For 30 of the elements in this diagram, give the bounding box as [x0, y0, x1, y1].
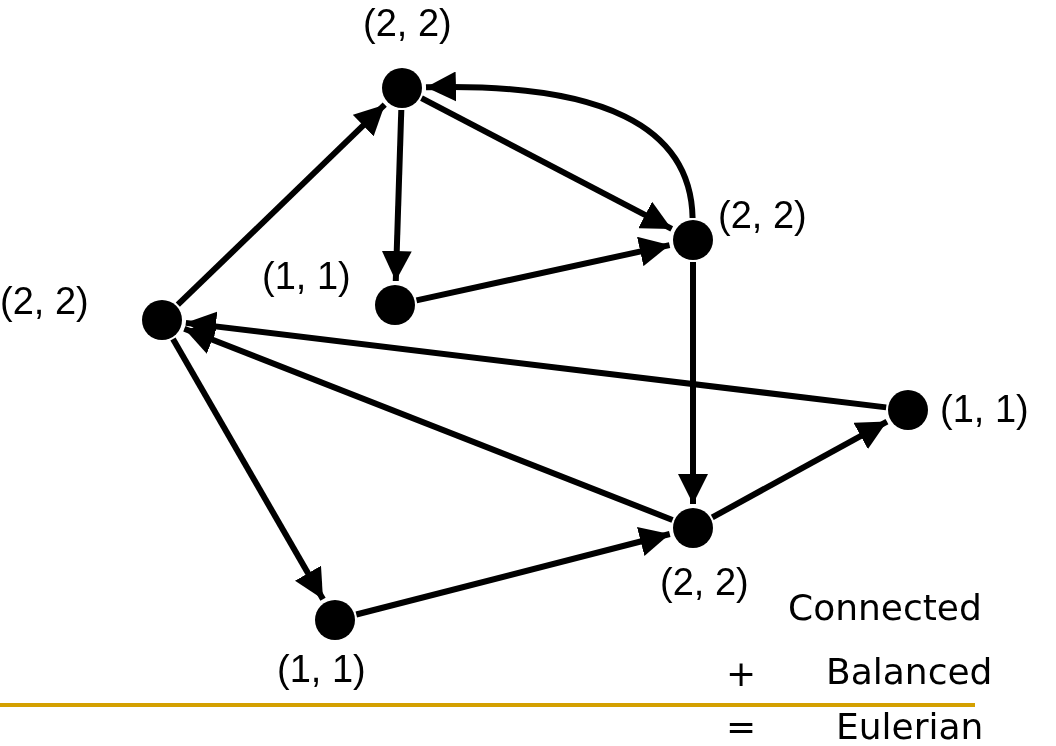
- degree-label: (2, 2): [660, 563, 749, 601]
- arrow: [175, 102, 387, 307]
- degree-label: (2, 2): [718, 196, 807, 234]
- graph-vertex: [315, 600, 355, 640]
- graph-vertex: [142, 300, 182, 340]
- graph-vertex: [673, 508, 713, 548]
- note-text: Eulerian: [836, 709, 984, 745]
- arrow: [355, 526, 671, 618]
- arrow: [185, 311, 887, 411]
- arrow: [426, 72, 696, 219]
- graph-vertex: [673, 220, 713, 260]
- graph-vertex: [382, 68, 422, 108]
- arrow: [420, 95, 674, 232]
- degree-label: (1, 1): [262, 257, 351, 295]
- graph-vertex: [375, 285, 415, 325]
- graph-vertex: [888, 390, 928, 430]
- arrow: [710, 418, 889, 521]
- arrow: [183, 325, 674, 523]
- arrow: [381, 109, 412, 282]
- degree-label: (1, 1): [277, 650, 366, 688]
- note-text: =: [726, 709, 757, 745]
- degree-label: (2, 2): [363, 4, 452, 42]
- degree-label: (1, 1): [940, 390, 1029, 428]
- note-text: Balanced: [826, 654, 993, 690]
- note-text: Connected: [788, 590, 982, 626]
- note-text: +: [726, 656, 757, 692]
- arrow: [170, 337, 326, 601]
- arrow: [678, 262, 708, 504]
- arrow: [415, 236, 671, 304]
- degree-label: (2, 2): [0, 282, 89, 320]
